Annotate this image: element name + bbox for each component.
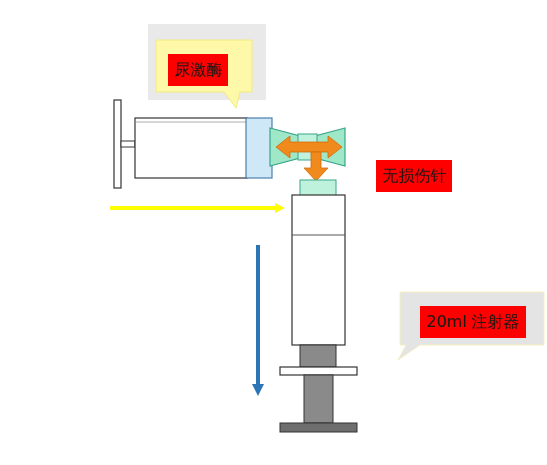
plunger-rod: [121, 141, 135, 147]
plunger-head: [300, 345, 336, 367]
syringe-barrel: [135, 118, 247, 178]
plunger-rod: [304, 375, 333, 423]
callout-label: 无损伤针: [376, 160, 452, 192]
callout-bubble: [156, 40, 252, 108]
syringe-barrel: [292, 195, 345, 345]
plunger-thumb: [280, 423, 357, 432]
label-text: 无损伤针: [382, 166, 446, 185]
syringe-tip: [300, 180, 336, 196]
callout-label: 20ml 注射器: [420, 306, 526, 338]
pull-arrow: [256, 245, 260, 390]
callout-label: 尿激酶: [168, 54, 228, 86]
label-text: 20ml 注射器: [426, 312, 520, 331]
syringe-tip: [246, 118, 272, 178]
barrel-flange: [280, 367, 357, 375]
label-text: 尿激酶: [174, 60, 222, 79]
plunger-flange: [114, 100, 121, 188]
flow-arrow-double: [276, 136, 342, 158]
push-arrow: [110, 206, 280, 210]
flow-arrow-down: [304, 152, 328, 181]
callout-bubble: [398, 292, 544, 360]
